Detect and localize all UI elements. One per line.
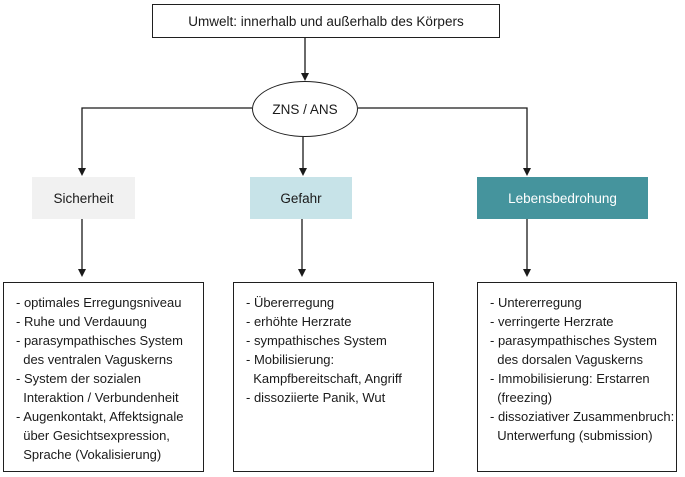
detail-line: des dorsalen Vaguskerns xyxy=(490,352,643,367)
category-node-sicherheit: Sicherheit xyxy=(32,177,135,219)
detail-line: (freezing) xyxy=(490,390,553,405)
hub-node-label: ZNS / ANS xyxy=(272,101,338,117)
detail-line: - dissoziativer Zusammenbruch: xyxy=(490,409,675,424)
detail-line: - Augenkontakt, Affektsignale xyxy=(16,409,184,424)
category-label-gefahr: Gefahr xyxy=(280,190,322,206)
detail-line: über Gesichtsexpression, xyxy=(16,428,170,443)
hub-node-zns-ans: ZNS / ANS xyxy=(252,81,358,137)
detail-line: - sympathisches System xyxy=(246,333,387,348)
detail-list-sicherheit: - optimales Erregungsniveau - Ruhe und Ve… xyxy=(3,282,204,472)
detail-line: - Mobilisierung: xyxy=(246,352,335,367)
category-label-sicherheit: Sicherheit xyxy=(53,190,114,206)
detail-list-gefahr: - Übererregung - erhöhte Herzrate - sympat… xyxy=(233,282,434,472)
detail-line: - parasympathisches System xyxy=(490,333,657,348)
detail-line: Kampfbereitschaft, Angriff xyxy=(246,371,402,386)
detail-line: - verringerte Herzrate xyxy=(490,314,614,329)
detail-line: - Ruhe und Verdauung xyxy=(16,314,147,329)
detail-list-lebensbedrohung: - Untererregung - verringerte Herzrate - p… xyxy=(477,282,677,472)
detail-line: - parasympathisches System xyxy=(16,333,183,348)
root-node-label: Umwelt: innerhalb und außerhalb des Körp… xyxy=(188,13,464,29)
detail-line: - optimales Erregungsniveau xyxy=(16,295,182,310)
detail-line: Sprache (Vokalisierung) xyxy=(16,447,162,462)
detail-line: - Immobilisierung: Erstarren xyxy=(490,371,650,386)
category-node-gefahr: Gefahr xyxy=(250,177,352,219)
detail-line: - Übererregung xyxy=(246,295,335,310)
category-label-lebensbedrohung: Lebensbedrohung xyxy=(508,190,617,206)
detail-line: des ventralen Vaguskerns xyxy=(16,352,173,367)
detail-line: - dissoziierte Panik, Wut xyxy=(246,390,386,405)
detail-line: - System der sozialen xyxy=(16,371,141,386)
category-node-lebensbedrohung: Lebensbedrohung xyxy=(477,177,648,219)
detail-line: Unterwerfung (submission) xyxy=(490,428,653,443)
detail-line: - erhöhte Herzrate xyxy=(246,314,352,329)
detail-line: Interaktion / Verbundenheit xyxy=(16,390,179,405)
root-node-umwelt: Umwelt: innerhalb und außerhalb des Körp… xyxy=(152,4,500,38)
detail-line: - Untererregung xyxy=(490,295,582,310)
